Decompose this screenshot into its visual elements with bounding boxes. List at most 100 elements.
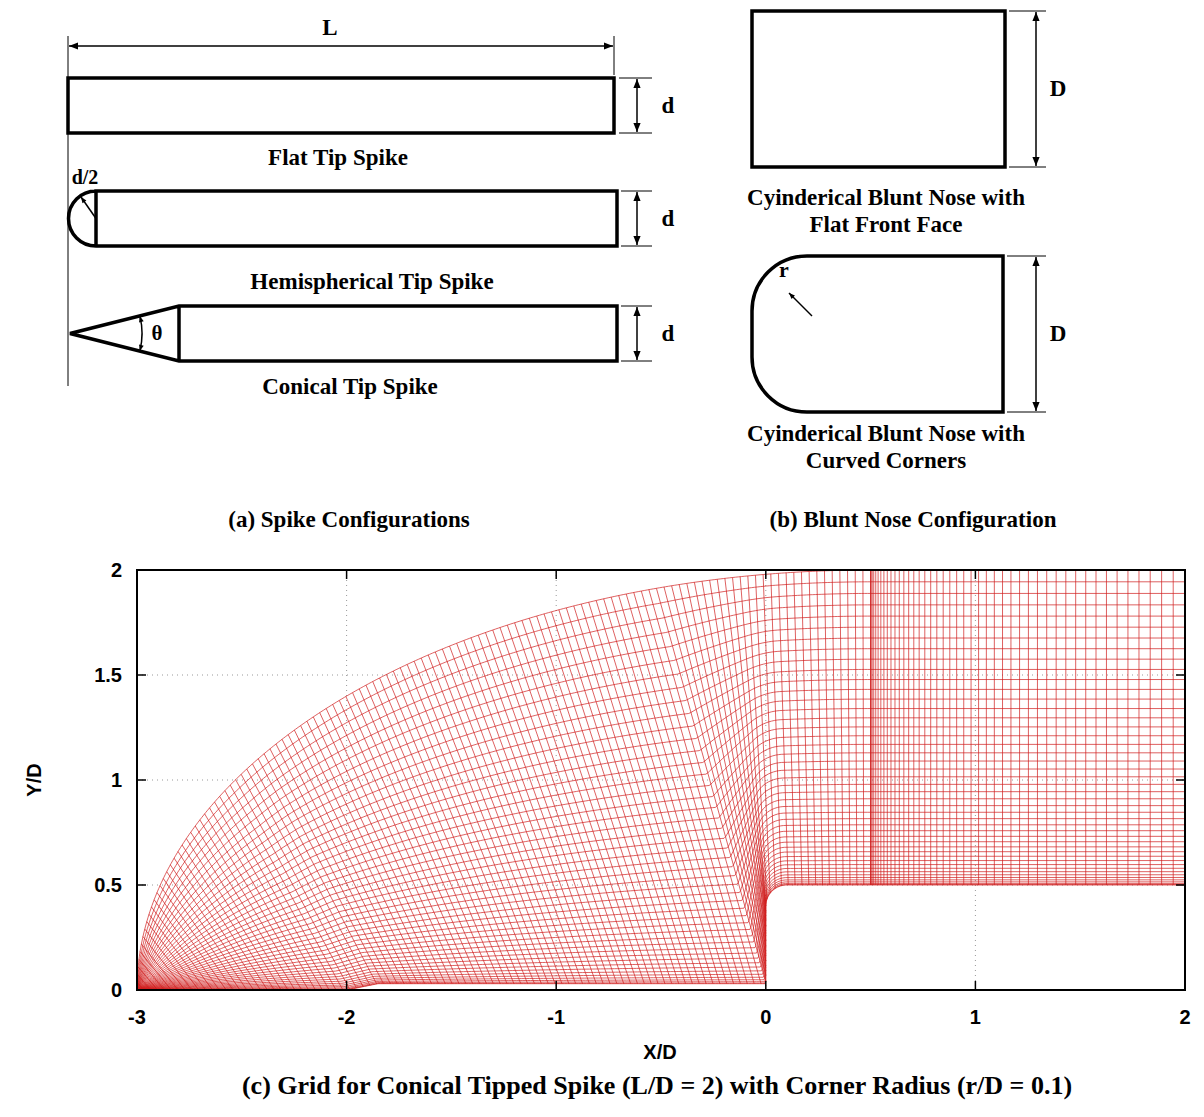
shape-name: Cyinderical Blunt Nose with Flat Front F… xyxy=(736,184,1036,238)
axis-title: Y/D xyxy=(23,763,46,796)
grid-line xyxy=(936,570,937,885)
grid-line xyxy=(971,570,972,885)
grid-line xyxy=(870,570,871,885)
grid-line xyxy=(1106,570,1107,885)
grid-line xyxy=(871,726,1185,727)
grid-line xyxy=(1037,570,1038,885)
grid-line xyxy=(840,570,843,885)
grid-line xyxy=(1085,570,1086,885)
grid-line xyxy=(1065,570,1066,885)
grid-line xyxy=(748,576,767,899)
grid-line xyxy=(880,570,881,885)
grid-line xyxy=(1150,570,1151,885)
grid-line xyxy=(872,570,873,885)
grid-line xyxy=(870,570,871,885)
dimension-label: d xyxy=(662,206,675,232)
grid-line xyxy=(137,727,871,990)
grid-line xyxy=(236,780,350,990)
grid-line xyxy=(339,700,466,983)
grid-line xyxy=(956,570,957,885)
grid-line xyxy=(313,717,438,984)
grid-line xyxy=(887,570,888,885)
dimension-label: d xyxy=(662,321,675,347)
axis-tick-label: 0.5 xyxy=(94,874,122,897)
computational-grid xyxy=(137,570,1185,990)
grid-line xyxy=(515,623,638,984)
angle-arc xyxy=(140,316,142,351)
grid-line xyxy=(544,614,665,984)
grid-line xyxy=(871,856,1185,857)
extension-line xyxy=(621,246,652,247)
grid-line xyxy=(871,851,1185,852)
radius-arrow xyxy=(81,197,96,219)
tick-mark xyxy=(136,981,138,990)
tick-mark xyxy=(346,981,348,990)
plot-gridlines xyxy=(137,570,1185,990)
grid-line xyxy=(353,693,480,984)
axis-tick-label: -2 xyxy=(338,1006,356,1029)
grid-line xyxy=(871,805,1185,806)
extension-line xyxy=(614,36,615,75)
grid-line xyxy=(871,648,1185,649)
nose-shape: Cyinderical Blunt Nose with Curved Corne… xyxy=(752,256,1003,412)
axis-tick-label: 2 xyxy=(1179,1006,1190,1029)
grid-line xyxy=(210,808,316,990)
angle-label: θ xyxy=(152,321,163,345)
grid-line xyxy=(1161,570,1162,885)
grid-line xyxy=(871,708,1185,709)
grid-line xyxy=(871,735,1185,736)
shape-outline xyxy=(68,78,614,133)
extension-line xyxy=(619,133,652,134)
grid-line xyxy=(276,744,397,984)
shape-outline-path xyxy=(70,306,617,361)
grid-line xyxy=(373,682,500,984)
grid-line xyxy=(871,883,1185,884)
tick-mark xyxy=(137,569,146,571)
spike-shape: Flat Tip Spike xyxy=(68,78,614,133)
grid-line xyxy=(899,570,900,885)
grid-line xyxy=(873,570,874,885)
extension-line xyxy=(621,306,652,307)
grid-line xyxy=(871,860,1185,861)
grid-line xyxy=(1096,570,1097,885)
dimension-arrow xyxy=(1035,257,1037,411)
tick-mark xyxy=(975,570,977,579)
tick-mark xyxy=(137,989,146,991)
grid-line xyxy=(871,798,1185,799)
panel-caption: (b) Blunt Nose Configuration xyxy=(770,507,1057,533)
grid-line xyxy=(855,570,857,885)
grid-line xyxy=(871,884,1185,885)
grid-line xyxy=(537,616,658,984)
grid-line xyxy=(930,570,931,885)
grid-line xyxy=(137,799,871,990)
grid-line xyxy=(871,881,1185,882)
grid-line xyxy=(871,877,1185,878)
grid-line xyxy=(875,570,876,885)
tick-mark xyxy=(137,674,146,676)
axis-tick-label: 0 xyxy=(760,1006,771,1029)
grid-line xyxy=(137,649,871,990)
grid-line xyxy=(871,864,1185,865)
grid-line xyxy=(871,570,872,885)
grid-line xyxy=(1028,570,1029,885)
grid-line xyxy=(871,699,1185,700)
tick-mark xyxy=(1184,570,1186,579)
grid-line xyxy=(871,593,1185,594)
extension-line xyxy=(1007,412,1046,413)
grid-line xyxy=(919,570,920,885)
dimension-label: D xyxy=(1050,76,1067,102)
grid-line xyxy=(978,570,979,885)
grid-line xyxy=(871,784,1185,785)
tick-mark xyxy=(975,981,977,990)
dimension-arrow xyxy=(1035,12,1037,166)
grid-line xyxy=(288,735,411,984)
grid-line xyxy=(380,678,507,984)
grid-line xyxy=(137,792,871,990)
grid-line xyxy=(949,570,950,885)
grid-line xyxy=(137,605,871,990)
grid-line xyxy=(903,570,904,885)
grid-line xyxy=(301,726,425,984)
extension-line xyxy=(621,361,652,362)
axis-tick-label: 1 xyxy=(111,769,122,792)
